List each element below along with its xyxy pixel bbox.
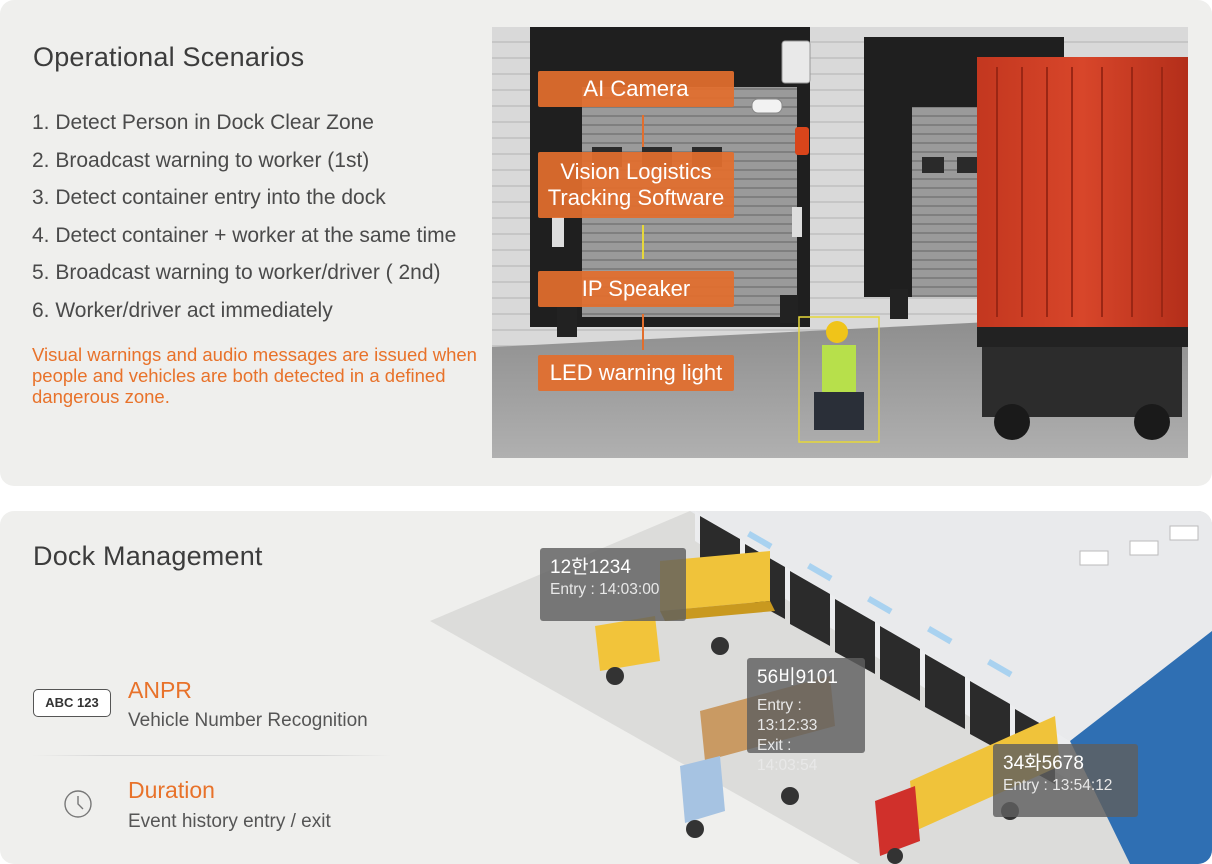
- flow-box-ip-speaker: IP Speaker: [538, 271, 734, 307]
- anpr-desc: Vehicle Number Recognition: [128, 710, 368, 731]
- operational-scenarios-title: Operational Scenarios: [33, 42, 305, 72]
- vehicle-plate: 34화5678: [1003, 753, 1084, 774]
- vehicle-tag: 12한1234 Entry : 14:03:00: [540, 548, 686, 621]
- scenario-item: 1. Detect Person in Dock Clear Zone: [32, 111, 374, 134]
- clock-icon: [64, 790, 92, 818]
- dock-management-panel: Dock Management ABC 123 ANPR Vehicle Num…: [0, 511, 1212, 864]
- dock-management-title: Dock Management: [33, 541, 263, 571]
- flow-arrow: [642, 115, 644, 147]
- warning-note: Visual warnings and audio messages are i…: [32, 344, 477, 407]
- flow-label: Tracking Software: [547, 185, 725, 210]
- feature-divider: [32, 755, 392, 756]
- flow-arrow: [642, 314, 644, 350]
- scenario-item: 2. Broadcast warning to worker (1st): [32, 148, 370, 172]
- flow-label: IP Speaker: [581, 276, 691, 301]
- scenario-item: 6. Worker/driver act immediately: [32, 298, 333, 322]
- flow-label: LED warning light: [549, 360, 723, 385]
- flow-label: Vision Logistics: [560, 159, 712, 184]
- flow-box-led-light: LED warning light: [538, 355, 734, 391]
- vehicle-tag: 56비9101 Entry : 13:12:33 Exit : 14:03:54: [747, 658, 865, 774]
- operational-scenarios-panel: Operational Scenarios 1. Detect Person i…: [0, 0, 1212, 486]
- duration-desc: Event history entry / exit: [128, 811, 331, 832]
- duration-title: Duration: [128, 777, 215, 803]
- vehicle-plate: 12한1234: [550, 557, 631, 578]
- flow-arrow: [642, 225, 644, 259]
- license-plate-icon: ABC 123: [33, 689, 111, 717]
- scenario-item: 4. Detect container + worker at the same…: [32, 223, 457, 247]
- vehicle-tag: 34화5678 Entry : 13:54:12: [993, 744, 1138, 817]
- vehicle-entry: Entry : 13:54:12: [1003, 777, 1113, 794]
- scenario-item: 5. Broadcast warning to worker/driver ( …: [32, 261, 441, 284]
- vehicle-exit: Exit : 14:03:54: [757, 737, 818, 774]
- flow-box-software: Vision Logistics Tracking Software: [538, 152, 734, 218]
- flow-box-ai-camera: AI Camera: [538, 71, 734, 107]
- vehicle-entry: Entry : 14:03:00: [550, 581, 660, 598]
- vehicle-entry: Entry : 13:12:33: [757, 697, 818, 734]
- loading-dock-photo: AI Camera Vision Logistics Tracking Soft…: [492, 27, 1188, 458]
- anpr-title: ANPR: [128, 677, 192, 703]
- vehicle-plate: 56비9101: [757, 667, 838, 688]
- scenario-item: 3. Detect container entry into the dock: [32, 186, 386, 209]
- flow-label: AI Camera: [583, 76, 689, 101]
- scenario-list: 1. Detect Person in Dock Clear Zone 2. B…: [32, 109, 456, 334]
